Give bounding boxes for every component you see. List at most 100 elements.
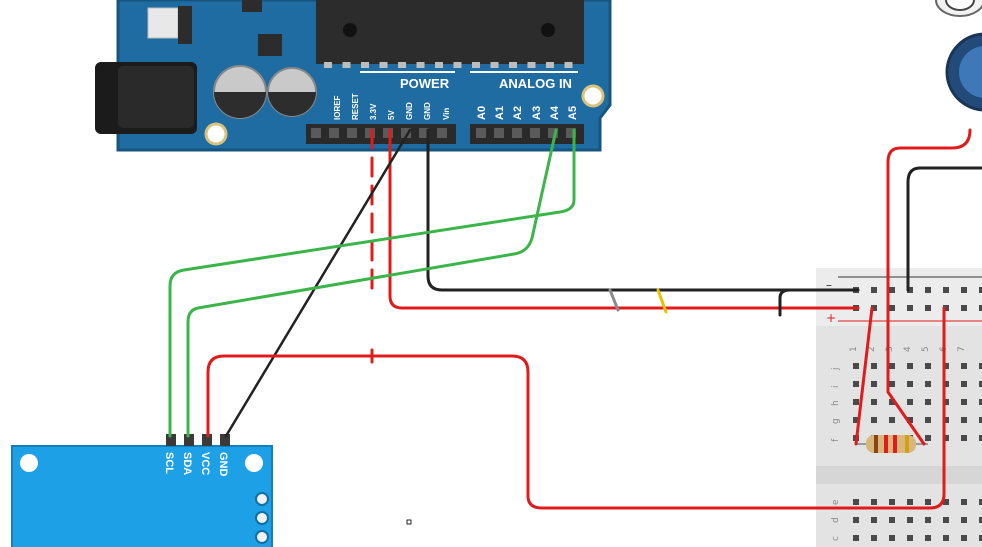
capacitor-1-stripe bbox=[214, 92, 266, 118]
breadboard-hole bbox=[853, 399, 859, 405]
header-socket bbox=[311, 128, 321, 138]
resistor-band-3 bbox=[893, 435, 897, 453]
reset-button bbox=[147, 7, 179, 39]
module-mount-hole-2 bbox=[245, 454, 263, 472]
header-socket bbox=[548, 128, 558, 138]
breadboard-hole bbox=[943, 287, 949, 293]
breadboard-hole bbox=[979, 417, 982, 423]
breadboard-hole bbox=[925, 517, 931, 523]
row-letter-c: c bbox=[831, 536, 841, 541]
breadboard-rail-strip bbox=[816, 268, 982, 326]
breadboard-hole bbox=[925, 287, 931, 293]
breadboard-hole bbox=[889, 381, 895, 387]
breadboard-hole bbox=[961, 363, 967, 369]
header-socket bbox=[494, 128, 504, 138]
header-socket bbox=[419, 128, 429, 138]
breadboard-hole bbox=[979, 363, 982, 369]
pin-label-ioref: IOREF bbox=[333, 95, 342, 120]
header-socket bbox=[512, 128, 522, 138]
analog-header-label: ANALOG IN bbox=[499, 76, 572, 91]
chip-pin bbox=[435, 62, 443, 68]
breadboard-hole bbox=[961, 381, 967, 387]
breadboard-hole bbox=[925, 381, 931, 387]
header-socket bbox=[566, 128, 576, 138]
chip-pin bbox=[527, 62, 536, 68]
breadboard-hole bbox=[871, 499, 877, 505]
breadboard-hole bbox=[979, 435, 982, 441]
breadboard-hole bbox=[889, 535, 895, 541]
resistor bbox=[856, 435, 928, 453]
column-number-7: 7 bbox=[957, 346, 967, 352]
chip-pin bbox=[546, 62, 554, 68]
header-socket bbox=[476, 128, 486, 138]
breadboard-hole bbox=[961, 435, 967, 441]
module-pad-3 bbox=[255, 530, 269, 544]
pin-label-vin: Vin bbox=[442, 108, 451, 120]
breadboard-hole bbox=[871, 399, 877, 405]
wire-a5-green bbox=[168, 128, 576, 438]
breadboard-hole bbox=[925, 535, 931, 541]
breadboard-hole bbox=[889, 399, 895, 405]
header-socket bbox=[365, 128, 375, 138]
breadboard-hole bbox=[889, 305, 895, 311]
breadboard-hole bbox=[979, 499, 982, 505]
potentiometer-dial bbox=[959, 46, 982, 98]
breadboard-hole bbox=[979, 399, 982, 405]
wire-gnd-black-branch bbox=[778, 288, 792, 317]
canvas-marker bbox=[406, 519, 412, 525]
chip-pin bbox=[453, 62, 462, 68]
pin-label-a2: A2 bbox=[512, 106, 524, 120]
wire-pot-red bbox=[886, 128, 972, 446]
breadboard-hole bbox=[979, 535, 982, 541]
wire-pot-black bbox=[906, 166, 982, 292]
breadboard-hole bbox=[943, 399, 949, 405]
breadboard-hole bbox=[961, 499, 967, 505]
breadboard-hole bbox=[943, 435, 949, 441]
breadboard-hole bbox=[871, 517, 877, 523]
breadboard-hole bbox=[907, 305, 913, 311]
breadboard-hole bbox=[961, 287, 967, 293]
chip-pin bbox=[416, 62, 425, 68]
microcontroller-chip bbox=[316, 0, 584, 64]
rail-plus-label: + bbox=[826, 311, 836, 325]
pin-label-a0: A0 bbox=[476, 106, 488, 120]
breadboard-hole bbox=[979, 287, 982, 293]
chip-dot-2 bbox=[541, 23, 555, 37]
breadboard-hole bbox=[979, 517, 982, 523]
chip-pin bbox=[490, 62, 499, 68]
breadboard-hole bbox=[961, 417, 967, 423]
breadboard-channel bbox=[816, 466, 982, 484]
header-pins bbox=[311, 128, 576, 138]
breadboard-hole bbox=[871, 381, 877, 387]
power-header-label: POWER bbox=[400, 76, 450, 91]
pin-label-gnd-2: GND bbox=[423, 102, 432, 120]
module-pin-scl bbox=[166, 434, 176, 446]
header-socket bbox=[329, 128, 339, 138]
chip-pin bbox=[324, 62, 332, 68]
wire-vcc-red bbox=[206, 306, 946, 510]
breadboard-hole bbox=[943, 381, 949, 387]
breadboard-hole bbox=[943, 305, 949, 311]
mount-hole-1 bbox=[204, 122, 228, 146]
breadboard-hole bbox=[925, 305, 931, 311]
chip-pin bbox=[361, 62, 369, 68]
resistor-body bbox=[866, 435, 916, 453]
i2c-module: SCL SDA VCC GND bbox=[11, 434, 273, 547]
row-letter-f: f bbox=[831, 438, 841, 442]
module-pin-sda bbox=[184, 434, 194, 446]
wire-resistor-red bbox=[854, 306, 874, 446]
module-pad-1 bbox=[255, 492, 269, 506]
breadboard-hole bbox=[961, 305, 967, 311]
module-label-gnd: GND bbox=[217, 452, 229, 477]
breadboard-hole bbox=[871, 363, 877, 369]
breadboard-hole bbox=[871, 417, 877, 423]
column-number-1: 1 bbox=[849, 346, 859, 352]
breadboard-hole bbox=[943, 417, 949, 423]
column-number-4: 4 bbox=[903, 346, 913, 352]
breadboard-hole bbox=[907, 535, 913, 541]
breadboard-hole bbox=[925, 499, 931, 505]
pin-label-a1: A1 bbox=[494, 106, 506, 120]
wire-marker-yellow bbox=[656, 288, 668, 314]
potentiometer-top-inner bbox=[945, 0, 975, 11]
